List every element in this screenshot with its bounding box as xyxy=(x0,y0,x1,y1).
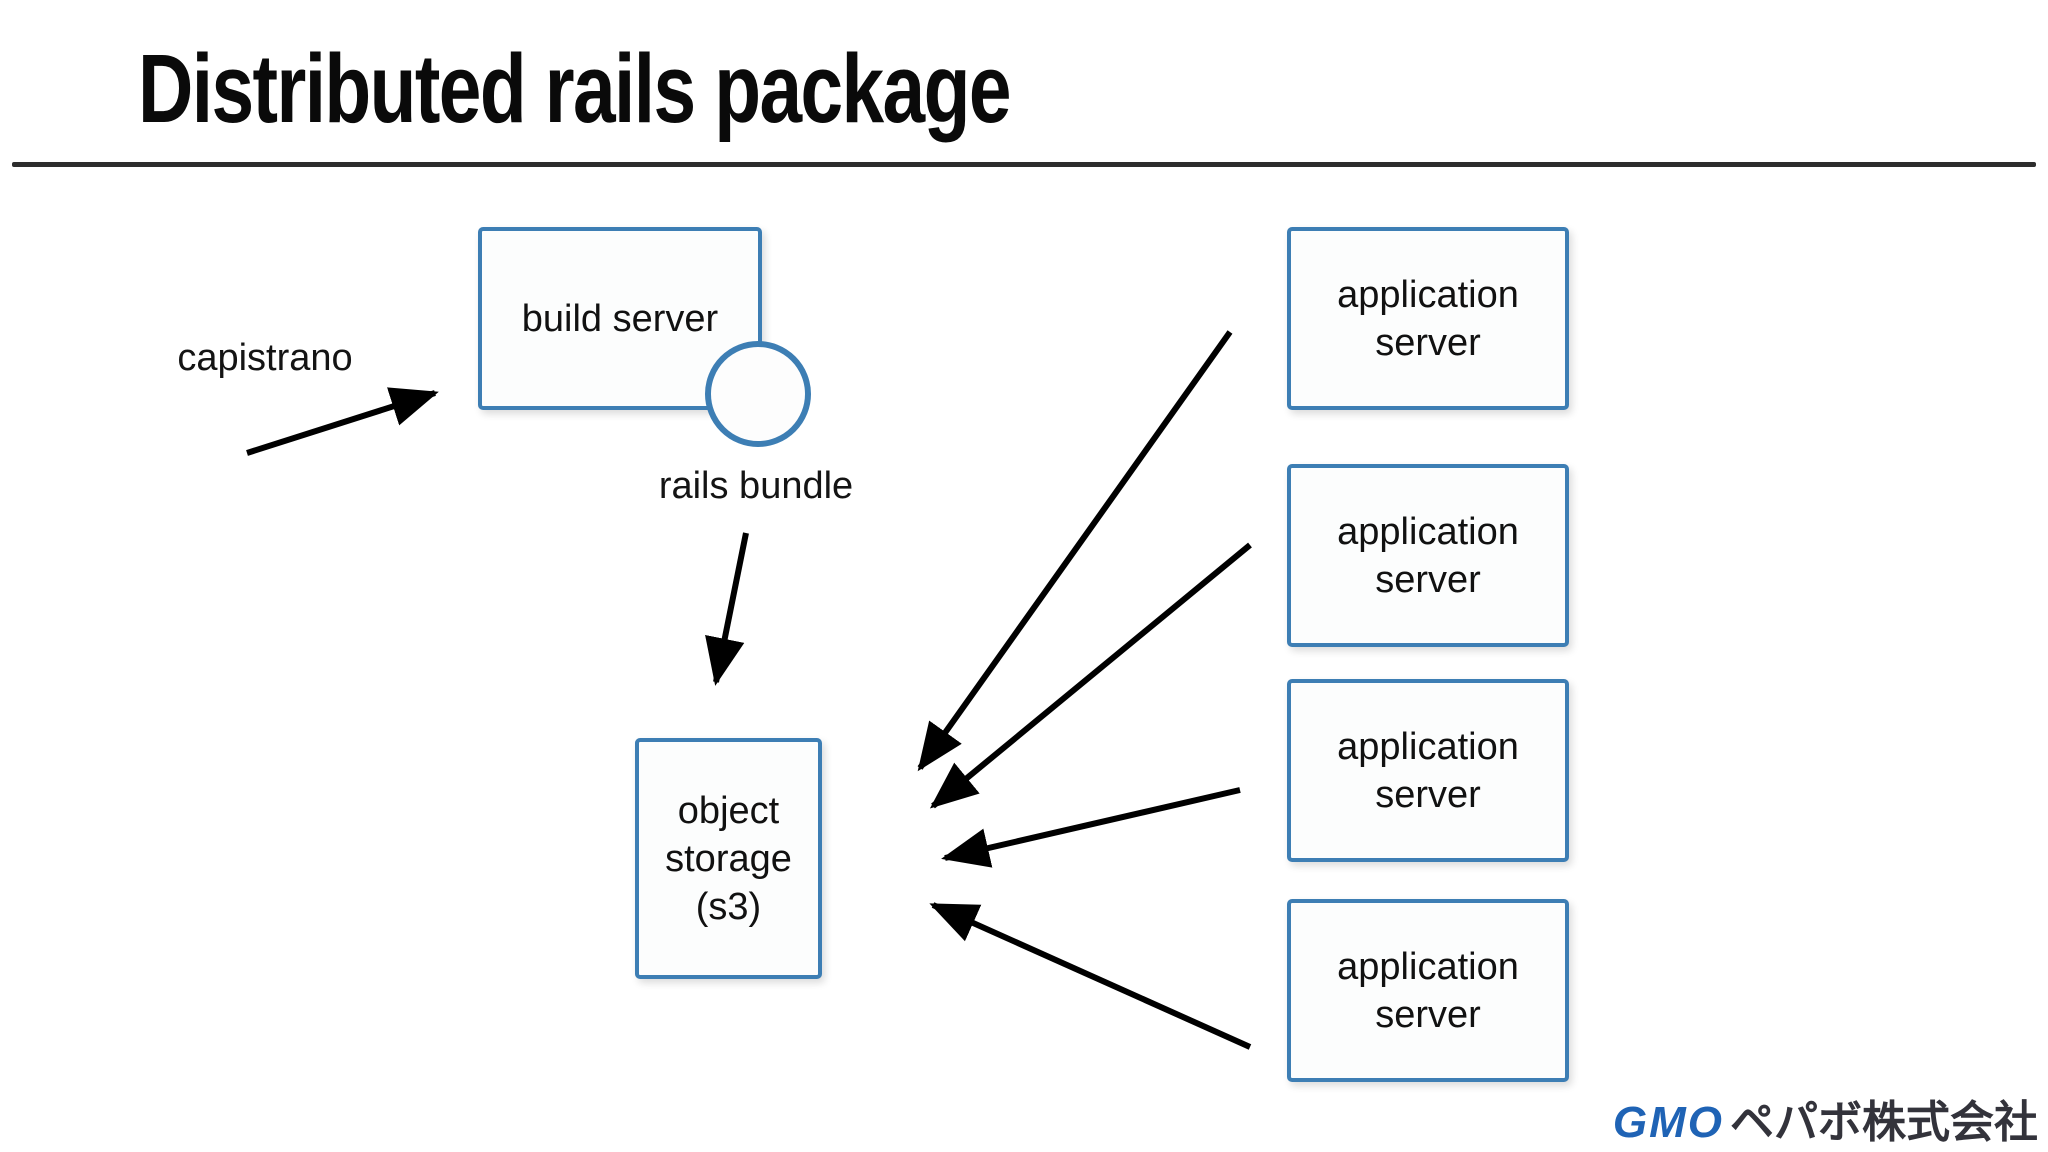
arrow-app-server-2-to-object-storage xyxy=(929,542,1252,809)
application-server-label-line: application xyxy=(1337,725,1519,768)
application-server-label-line: server xyxy=(1375,773,1481,816)
bundle-connector-circle xyxy=(705,341,811,447)
node-application-server-4: application server xyxy=(1287,899,1569,1082)
node-application-server-1: application server xyxy=(1287,227,1569,410)
node-application-server-3: application server xyxy=(1287,679,1569,862)
arrow-app-server-4-to-object-storage xyxy=(929,902,1252,1050)
label-rails-bundle: rails bundle xyxy=(658,465,854,507)
slide-title: Distributed rails package xyxy=(138,34,1011,143)
arrow-capistrano-to-build-server xyxy=(246,387,439,456)
object-storage-label-line: object xyxy=(677,789,780,832)
arrow-app-server-3-to-object-storage xyxy=(941,787,1241,868)
application-server-label-line: server xyxy=(1375,321,1481,364)
arrow-app-server-1-to-object-storage xyxy=(917,330,1233,772)
node-build-server: build server xyxy=(478,227,762,410)
application-server-label-line: server xyxy=(1375,993,1481,1036)
gmo-company-text: ペパボ株式会社 xyxy=(1730,1098,2038,1147)
gmo-logo-text: GMO xyxy=(1612,1098,1724,1147)
application-server-label-line: application xyxy=(1337,510,1519,553)
application-server-label-line: application xyxy=(1337,945,1519,988)
object-storage-label-line: storage xyxy=(665,837,792,880)
node-object-storage: object storage (s3) xyxy=(635,738,822,979)
arrow-rails-bundle-to-object-storage xyxy=(705,532,749,686)
build-server-label: build server xyxy=(521,297,719,340)
label-capistrano: capistrano xyxy=(177,337,353,379)
application-server-label-line: application xyxy=(1337,273,1519,316)
application-server-label-line: server xyxy=(1375,558,1481,601)
object-storage-label-line: (s3) xyxy=(695,885,762,928)
node-application-server-2: application server xyxy=(1287,464,1569,647)
title-divider xyxy=(12,162,2036,167)
